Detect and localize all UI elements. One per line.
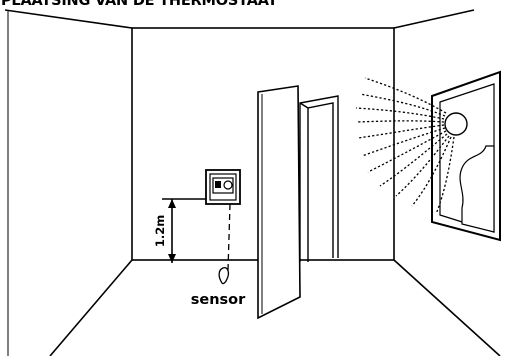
- thermostat-icon: [205, 169, 241, 205]
- floor-edge-left: [49, 259, 133, 356]
- dimension-arrow-down: [168, 254, 176, 263]
- sun-rays: [355, 77, 455, 215]
- sensor-dashed-line: [227, 203, 231, 271]
- sensor-probe-icon: [218, 267, 230, 285]
- sun-icon: [444, 112, 468, 136]
- height-label: 1.2m: [153, 215, 167, 247]
- height-dimension: [162, 198, 206, 263]
- room-outline: [4, 9, 501, 356]
- door-panel: [257, 85, 301, 320]
- window: [431, 70, 501, 242]
- floor-edge-right: [393, 259, 501, 356]
- page-title: PLAATSING VAN DE THERMOSTAAT: [1, 0, 278, 9]
- ceiling-edge-left: [4, 9, 133, 29]
- dimension-arrow-up: [168, 199, 176, 208]
- window-curtain: [459, 145, 495, 233]
- sensor-label: sensor: [191, 292, 246, 308]
- doorway: [299, 95, 339, 262]
- ceiling-edge-right: [393, 9, 475, 29]
